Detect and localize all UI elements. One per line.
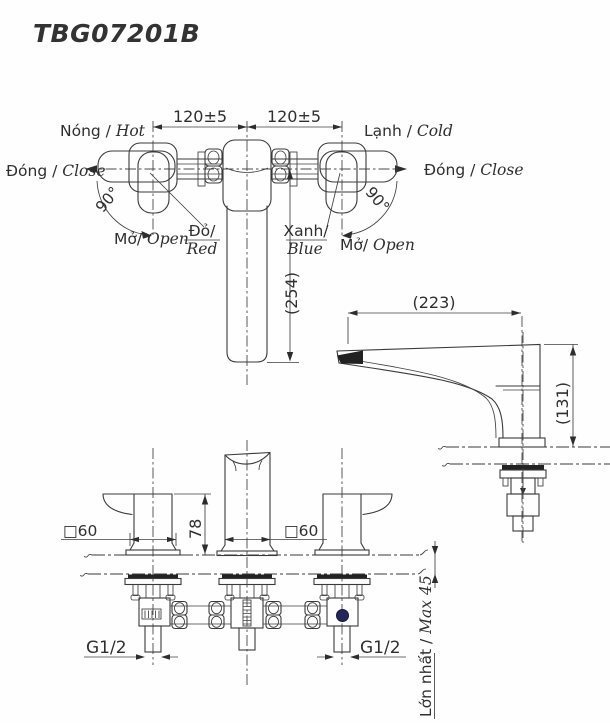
supply-pipes-front bbox=[170, 600, 327, 630]
dim-spout-reach: (254) bbox=[282, 272, 301, 315]
label-close-left: Đóng / Close bbox=[6, 162, 106, 180]
aerator-outlet bbox=[337, 350, 363, 364]
blue-indicator-leader bbox=[326, 172, 341, 228]
label-open-right: Mở/ Open bbox=[340, 236, 415, 254]
svg-text:Red: Red bbox=[186, 240, 218, 258]
dim-side-reach: (223) bbox=[412, 293, 455, 312]
spout-plan bbox=[222, 139, 272, 363]
cold-handle-front bbox=[314, 493, 393, 556]
thread-size-left: G1/2 bbox=[86, 638, 127, 658]
brand-mark-hatch bbox=[144, 610, 160, 618]
rotation-angle-right: 90° bbox=[362, 183, 393, 216]
spout-width-dimension: □60 bbox=[224, 522, 327, 543]
handle-width-dimension: □60 bbox=[61, 522, 177, 546]
dim-spacing-right: 120±5 bbox=[267, 107, 321, 126]
spout-reach-dimension: (254) bbox=[267, 169, 301, 363]
dim-handle-height: 78 bbox=[186, 519, 205, 539]
dim-spout-width: □60 bbox=[284, 522, 318, 540]
handle-height-dimension: 78 bbox=[174, 493, 211, 555]
front-view: Lớn nhất / Max 45 bbox=[61, 440, 439, 719]
spout-side-view: (223) (131) bbox=[336, 293, 610, 543]
thread-callout-left: G1/2 bbox=[84, 638, 178, 660]
top-plan-view: 120±5 120±5 bbox=[6, 107, 524, 385]
close-direction-arrow-left bbox=[85, 165, 97, 173]
red-indicator-leader bbox=[149, 172, 205, 228]
spout-mounting-hardware-side bbox=[499, 332, 547, 543]
spacing-dimension: 120±5 120±5 bbox=[153, 107, 342, 130]
label-red-index: Đỏ/ Red bbox=[184, 222, 220, 258]
hot-handle-front bbox=[102, 493, 181, 556]
label-cold: Lạnh / Cold bbox=[364, 122, 453, 140]
rotation-arc-right: 90° bbox=[342, 180, 398, 239]
label-open-left: Mở/ Open bbox=[114, 230, 189, 248]
svg-text:Blue: Blue bbox=[286, 240, 323, 258]
hot-valve-underdeck bbox=[124, 574, 182, 653]
dim-spacing-left: 120±5 bbox=[173, 107, 227, 126]
dim-handle-width: □60 bbox=[63, 522, 97, 540]
max-thickness-dimension: Lớn nhất / Max 45 bbox=[417, 541, 439, 719]
model-number-title: TBG07201B bbox=[33, 19, 200, 48]
hot-handle-plan bbox=[97, 142, 178, 214]
cold-handle-plan bbox=[317, 142, 398, 214]
spout-front bbox=[216, 451, 278, 557]
rotation-angle-left: 90° bbox=[92, 183, 123, 216]
label-max-thickness: Lớn nhất / Max 45 bbox=[417, 575, 435, 717]
cold-indicator-dot bbox=[336, 609, 349, 622]
svg-text:Đỏ/: Đỏ/ bbox=[189, 222, 216, 240]
cold-valve-underdeck bbox=[313, 574, 371, 653]
close-direction-arrow-right bbox=[395, 165, 407, 173]
dim-side-height: (131) bbox=[553, 382, 572, 425]
label-close-right: Đóng / Close bbox=[424, 161, 524, 179]
svg-text:Xanh/: Xanh/ bbox=[284, 222, 330, 240]
thread-callout-right: G1/2 bbox=[317, 638, 406, 660]
supply-pipes-plan bbox=[176, 148, 319, 187]
label-hot: Nóng / Hot bbox=[60, 122, 146, 140]
label-blue-index: Xanh/ Blue bbox=[284, 222, 330, 258]
thread-size-right: G1/2 bbox=[360, 638, 401, 658]
spout-shank-underdeck bbox=[218, 574, 276, 651]
